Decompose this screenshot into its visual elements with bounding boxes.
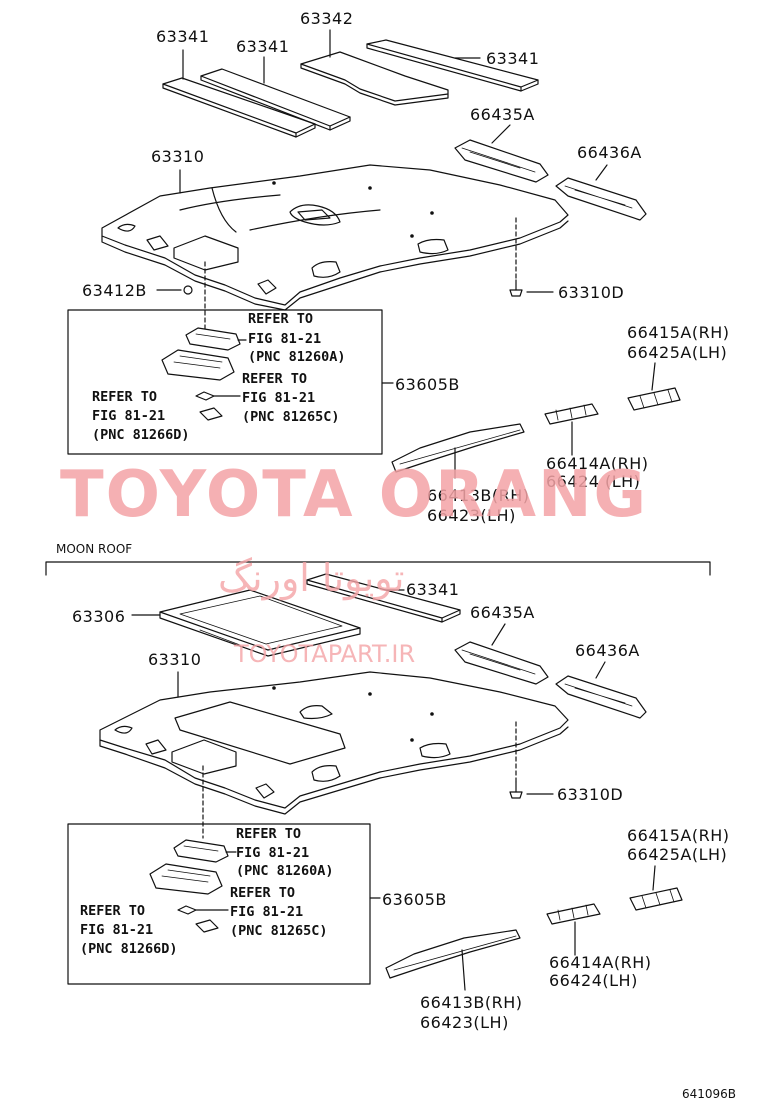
label-board-front-rh: 66435A [470, 105, 535, 124]
label-headliner: 63310 [151, 147, 205, 166]
label-rail-mid-lh: 66424 (LH) [546, 472, 641, 491]
b-refer-b-line2: FIG 81-21 [230, 904, 304, 920]
label-b-sunshade: 63306 [72, 607, 126, 626]
label-b-board-front-rh: 66435A [470, 603, 535, 622]
label-b-rail-mid-lh: 66424(LH) [549, 971, 638, 990]
map-lamp-top [161, 327, 241, 421]
label-b-rail-mid-rh: 66414A(RH) [549, 953, 652, 972]
drawing-code: 641096B [682, 1087, 737, 1101]
label-b-pad: 63341 [406, 580, 460, 599]
pad-63341-right [366, 39, 539, 92]
map-lamp-bottom [149, 839, 229, 933]
label-pad-left: 63341 [156, 27, 210, 46]
label-b-rail-bot-rh: 66413B(RH) [420, 993, 523, 1012]
b-refer-b-line3: (PNC 81265C) [230, 923, 328, 939]
rail-66414A-bottom [546, 903, 601, 925]
rail-66413B-top [391, 423, 525, 473]
label-rail-top-rh: 66415A(RH) [627, 323, 730, 342]
refer-b-line1: REFER TO [242, 371, 308, 387]
b-refer-c-line3: (PNC 81266D) [80, 941, 178, 957]
label-rail-top-lh: 66425A(LH) [627, 343, 728, 362]
rail-66413B-bottom [385, 929, 521, 979]
pad-63342-center [300, 51, 449, 106]
label-b-rail-top-rh: 66415A(RH) [627, 826, 730, 845]
headliner-63310-bottom [99, 671, 569, 815]
refer-b-line2: FIG 81-21 [242, 390, 316, 406]
plug-63412B-part [183, 285, 193, 295]
label-pad-mid: 63341 [236, 37, 290, 56]
b-refer-c-line1: REFER TO [80, 903, 146, 919]
b-refer-c-line2: FIG 81-21 [80, 922, 154, 938]
refer-b-line3: (PNC 81265C) [242, 409, 340, 425]
refer-a-line2: FIG 81-21 [248, 331, 322, 347]
b-refer-a-line2: FIG 81-21 [236, 845, 310, 861]
label-b-rail-top-lh: 66425A(LH) [627, 845, 728, 864]
label-plug: 63412B [82, 281, 147, 300]
board-66436A-top [555, 177, 647, 221]
label-rail-bot-rh: 66413B(RH) [427, 486, 530, 505]
label-b-rail-bot-lh: 66423(LH) [420, 1013, 509, 1032]
label-pad-right: 63341 [486, 49, 540, 68]
label-pad-center: 63342 [300, 9, 354, 28]
label-rail-mid-rh: 66414A(RH) [546, 454, 649, 473]
refer-c-line3: (PNC 81266D) [92, 427, 190, 443]
pad-63341-bottom [306, 573, 461, 623]
lamp-box-bottom [67, 823, 371, 985]
label-b-board-front-lh: 66436A [575, 641, 640, 660]
label-rail-bot-lh: 66423(LH) [427, 506, 516, 525]
watermark-persian: تویوتا اورنگ [218, 556, 405, 600]
section-title-moon-roof: MOON ROOF [56, 542, 133, 556]
sunshade-63306 [159, 589, 361, 657]
refer-c-line1: REFER TO [92, 389, 158, 405]
watermark-brand: TOYOTA ORANG [60, 458, 649, 532]
label-clip: 63310D [558, 283, 625, 302]
headliner-63310-top [101, 164, 569, 311]
board-66435A-bottom [454, 641, 549, 685]
board-66436A-bottom [555, 675, 647, 719]
rail-66415A-bottom [629, 887, 683, 911]
lamp-box-top [67, 309, 383, 455]
board-66435A-top [454, 139, 549, 183]
b-refer-b-line1: REFER TO [230, 885, 296, 901]
refer-a-line1: REFER TO [248, 311, 314, 327]
refer-c-line2: FIG 81-21 [92, 408, 166, 424]
label-b-headliner: 63310 [148, 650, 202, 669]
b-refer-a-line1: REFER TO [236, 826, 302, 842]
rail-66414A-top [544, 403, 599, 425]
label-b-lamp-assy: 63605B [382, 890, 447, 909]
b-refer-a-line3: (PNC 81260A) [236, 863, 334, 879]
refer-a-line3: (PNC 81260A) [248, 349, 346, 365]
watermark-site: TOYOTAPART.IR [234, 640, 416, 668]
label-lamp-assy: 63605B [395, 375, 460, 394]
label-board-front-lh: 66436A [577, 143, 642, 162]
clip-63310D-top [509, 279, 523, 297]
label-b-clip: 63310D [557, 785, 624, 804]
clip-63310D-bottom [509, 781, 523, 799]
pad-63341-mid [200, 68, 351, 131]
rail-66415A-top [627, 387, 681, 411]
